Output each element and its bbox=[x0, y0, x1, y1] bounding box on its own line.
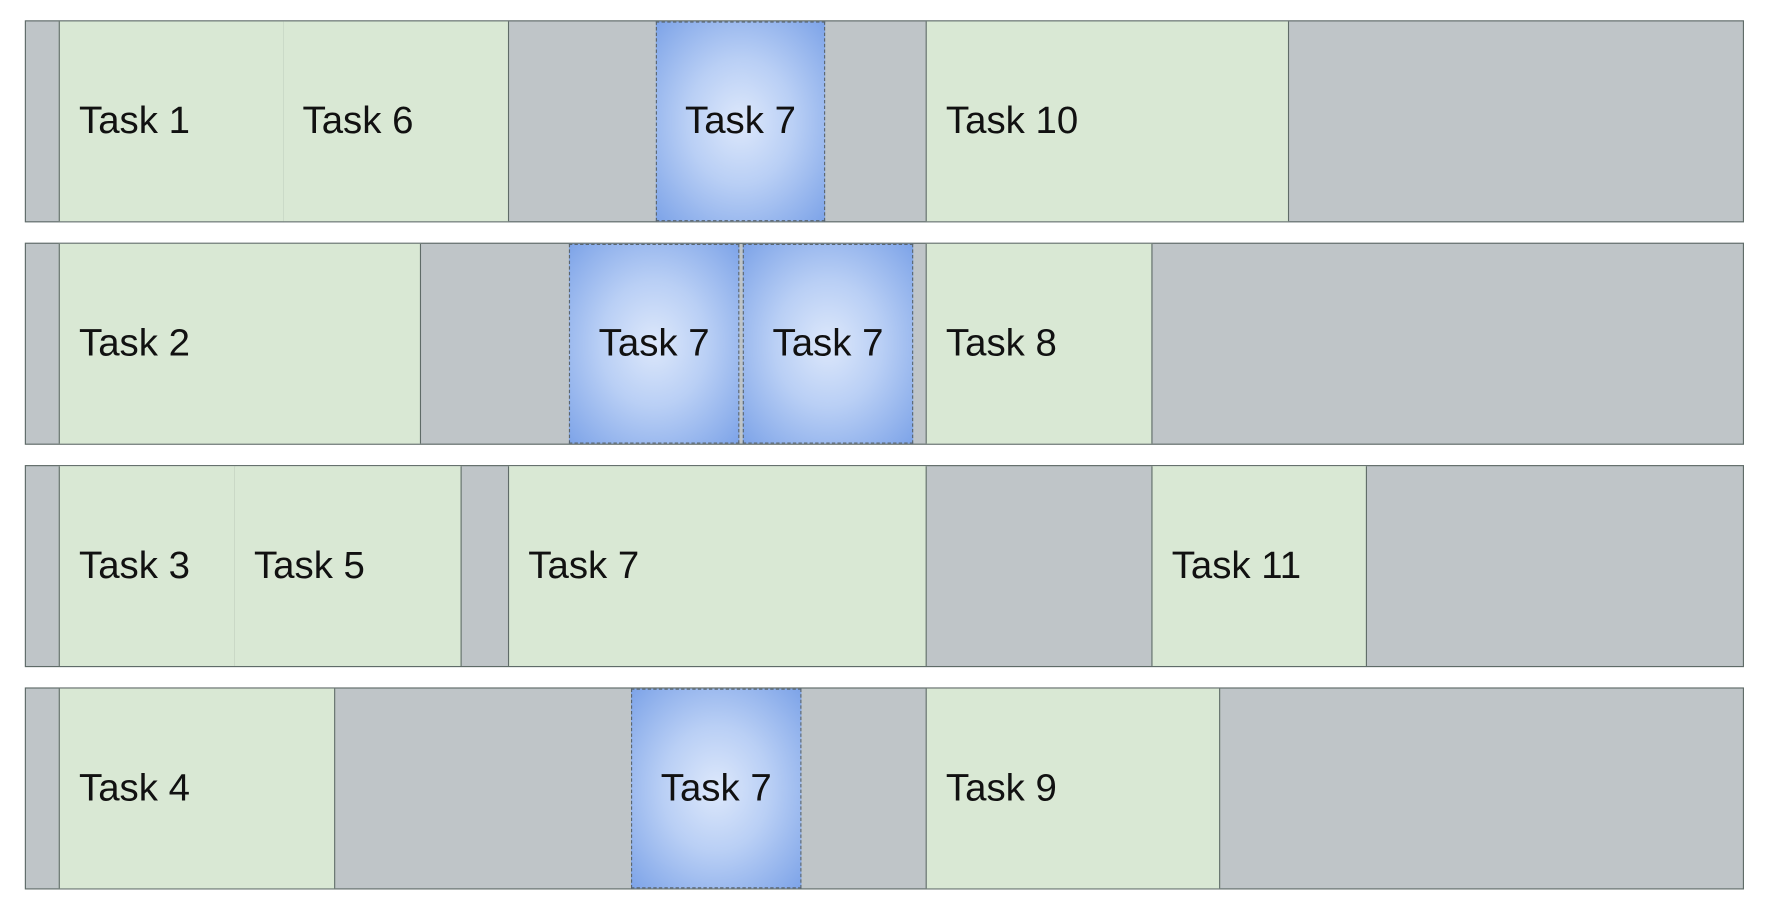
row-1: Task 1 Task 6 Task 7 Task 10 bbox=[24, 20, 1744, 223]
task-block: Task 6 bbox=[283, 21, 510, 222]
row-3: Task 3 Task 5 Task 7 Task 11 bbox=[24, 465, 1744, 668]
task-label: Task 7 bbox=[685, 99, 796, 143]
task-block: Task 4 bbox=[58, 688, 336, 889]
task-label: Task 9 bbox=[945, 766, 1057, 810]
task-label: Task 7 bbox=[528, 544, 640, 587]
row-2: Task 2 Task 7 Task 7 Task 8 bbox=[24, 242, 1744, 445]
task-block: Task 1 bbox=[58, 21, 285, 222]
task-block: Task 5 bbox=[234, 466, 462, 666]
task-block: Task 2 bbox=[58, 243, 422, 444]
task-label: Task 10 bbox=[945, 99, 1079, 143]
task-block-highlighted: Task 7 bbox=[655, 21, 826, 222]
task-label: Task 11 bbox=[1171, 544, 1302, 587]
task-block-highlighted: Task 7 bbox=[742, 243, 914, 444]
task-block-highlighted: Task 7 bbox=[630, 688, 802, 889]
task-label: Task 8 bbox=[945, 321, 1057, 365]
task-block-highlighted: Task 7 bbox=[568, 243, 740, 444]
task-block: Task 3 bbox=[58, 466, 236, 666]
task-block: Task 7 bbox=[507, 466, 927, 666]
task-label: Task 6 bbox=[302, 99, 414, 143]
task-block: Task 10 bbox=[925, 21, 1290, 222]
task-block: Task 11 bbox=[1151, 466, 1367, 666]
task-label: Task 2 bbox=[79, 321, 190, 365]
task-label: Task 7 bbox=[660, 766, 772, 810]
task-block: Task 9 bbox=[925, 688, 1221, 889]
task-block: Task 8 bbox=[925, 243, 1153, 444]
task-label: Task 3 bbox=[79, 544, 190, 587]
task-label: Task 7 bbox=[772, 321, 884, 365]
task-label: Task 5 bbox=[253, 544, 365, 587]
task-label: Task 7 bbox=[598, 321, 710, 365]
task-label: Task 1 bbox=[79, 99, 190, 143]
row-4: Task 4 Task 7 Task 9 bbox=[24, 687, 1744, 890]
task-label: Task 4 bbox=[79, 766, 190, 810]
